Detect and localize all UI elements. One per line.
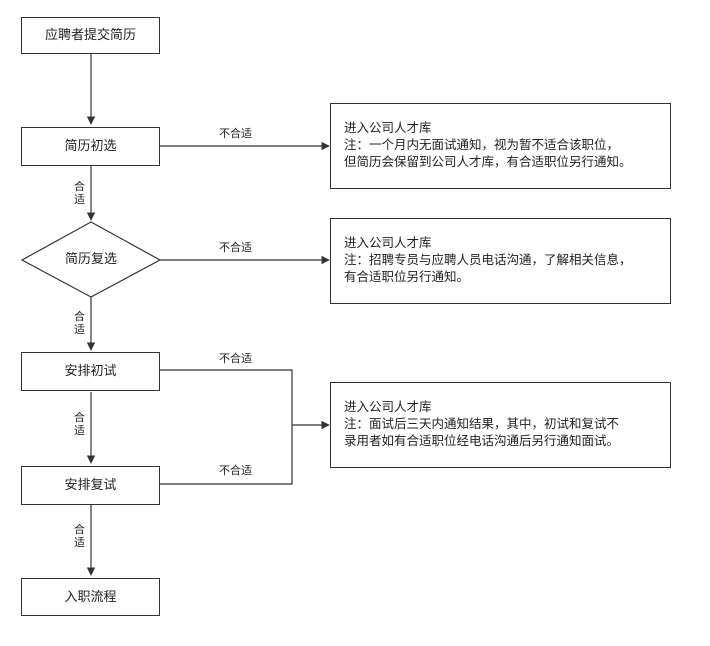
edge-second-reject — [160, 425, 293, 485]
node-resume-screen: 简历初选 — [21, 127, 160, 166]
node-second-interview-label: 安排复试 — [64, 478, 117, 493]
label-pass-screen: 合适 — [73, 180, 86, 206]
note-talent-pool-3: 进入公司人才库 注：面试后三天内通知结果，其中，初试和复试不 录用者如有合适职位… — [330, 382, 671, 468]
note3-line1: 注：面试后三天内通知结果，其中，初试和复试不 — [344, 416, 620, 431]
node-submit-resume: 应聘者提交简历 — [21, 17, 160, 54]
node-resume-review-label: 简历复选 — [64, 252, 117, 267]
note2-line1: 注：招聘专员与应聘人员电话沟通，了解相关信息， — [344, 252, 632, 267]
note3-line2: 录用者如有合适职位经电话沟通后另行通知面试。 — [344, 433, 620, 448]
node-first-interview-label: 安排初试 — [64, 364, 117, 379]
label-pass-review: 合适 — [73, 310, 86, 336]
note-talent-pool-1: 进入公司人才库 注：一个月内无面试通知，视为暂不适合该职位， 但简历会保留到公司… — [330, 103, 671, 189]
note2-title: 进入公司人才库 — [344, 235, 432, 250]
label-reject-review: 不合适 — [219, 241, 252, 254]
note1-line2: 但简历会保留到公司人才库，有合适职位另行通知。 — [344, 154, 632, 169]
label-reject-first: 不合适 — [219, 352, 252, 365]
edge-first-reject — [160, 369, 293, 425]
node-resume-review: 简历复选 — [22, 222, 160, 297]
node-submit-resume-label: 应聘者提交简历 — [44, 28, 136, 43]
label-pass-first: 合适 — [73, 411, 86, 437]
note3-title: 进入公司人才库 — [344, 399, 432, 414]
label-reject-second: 不合适 — [219, 464, 252, 477]
label-pass-second: 合适 — [73, 523, 86, 549]
node-resume-screen-label: 简历初选 — [64, 139, 117, 154]
node-onboarding-label: 入职流程 — [64, 589, 117, 605]
note2-line2: 有合适职位另行通知。 — [344, 269, 470, 284]
note1-line1: 注：一个月内无面试通知，视为暂不适合该职位， — [344, 137, 620, 152]
note1-title: 进入公司人才库 — [344, 120, 432, 135]
note-talent-pool-2: 进入公司人才库 注：招聘专员与应聘人员电话沟通，了解相关信息， 有合适职位另行通… — [330, 218, 671, 304]
node-second-interview: 安排复试 — [21, 466, 160, 505]
review-diamond-shape — [20, 221, 162, 298]
node-onboarding: 入职流程 — [21, 578, 160, 616]
label-reject-screen: 不合适 — [219, 127, 252, 140]
node-first-interview: 安排初试 — [21, 352, 160, 391]
